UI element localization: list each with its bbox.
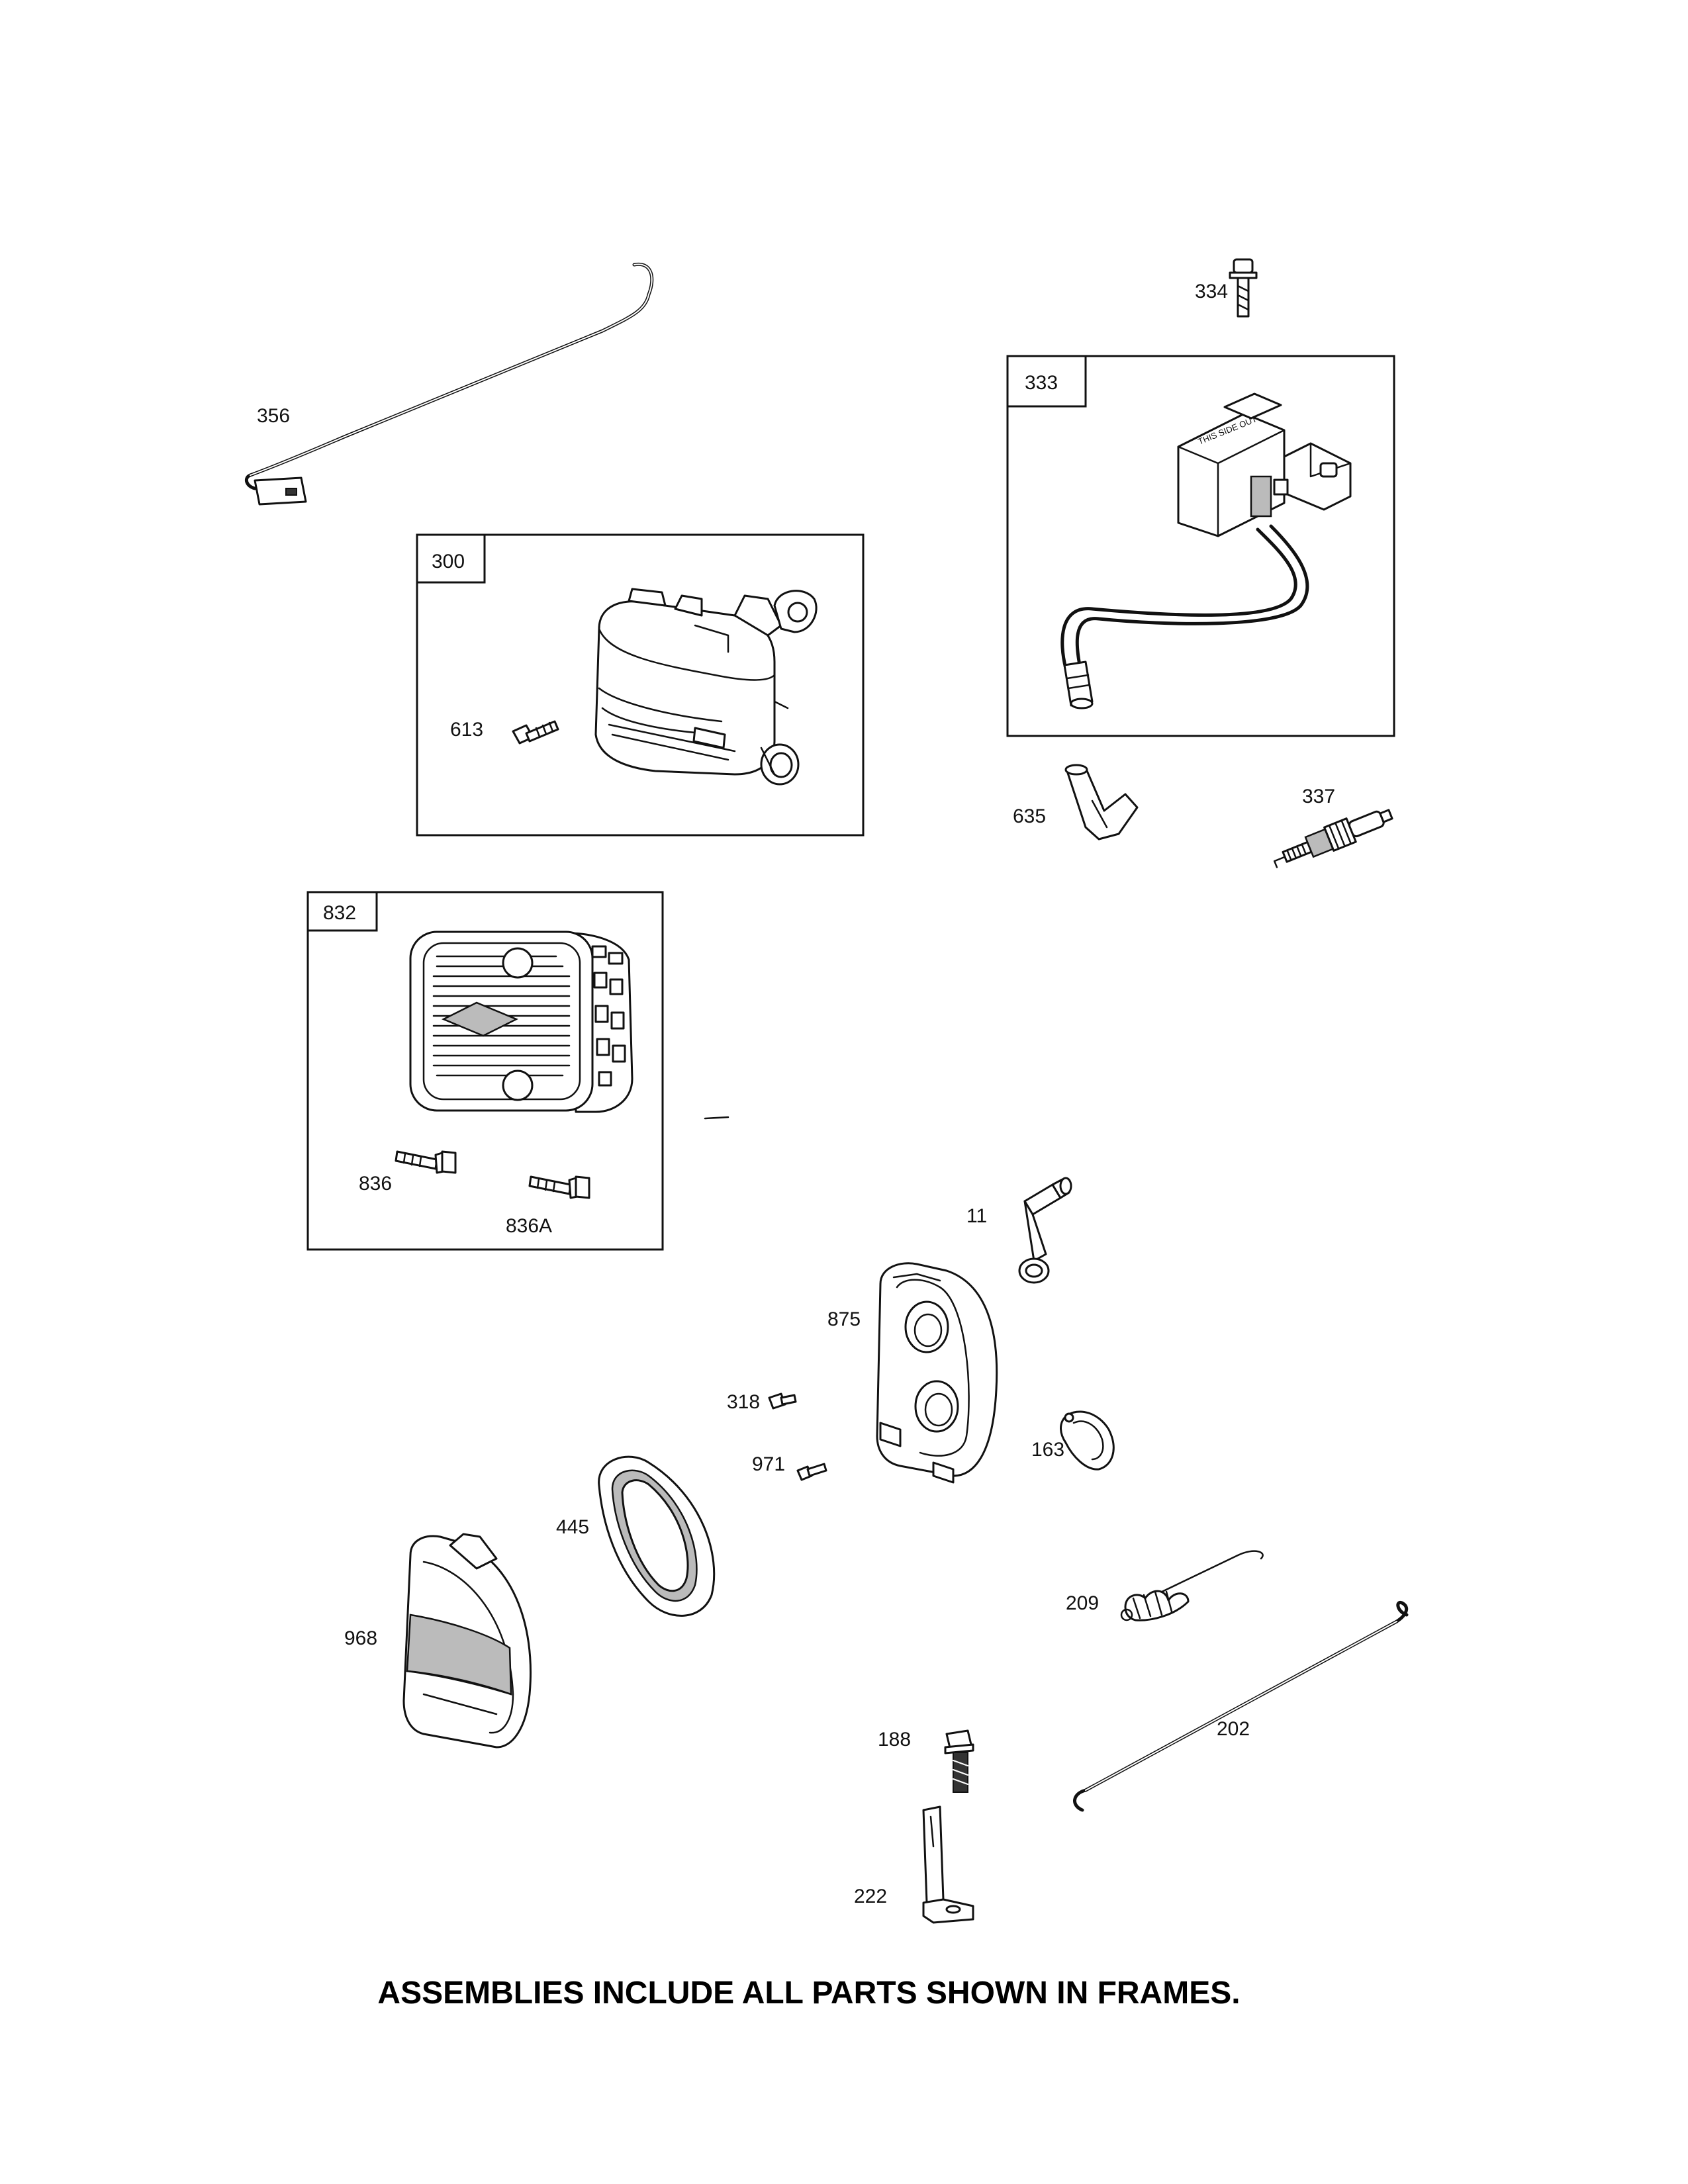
frame-300-tab [416,533,486,584]
callout-222: 222 [854,1886,887,1907]
callout-334: 334 [1195,281,1228,302]
callout-188: 188 [878,1729,911,1751]
part-209-governor-spring [1120,1550,1264,1621]
part-836A-screw [528,1175,590,1199]
part-832-muffler-guard [409,931,633,1113]
callout-202: 202 [1217,1718,1250,1740]
callout-971: 971 [752,1453,785,1475]
part-188-bolt [944,1729,974,1793]
callout-613: 613 [450,719,483,741]
frame-832-tab [306,891,378,932]
callout-318: 318 [727,1391,760,1413]
callout-337: 337 [1302,786,1335,807]
frame-333 [1006,355,1395,737]
frame-label-333: 333 [1025,372,1058,394]
callout-875: 875 [827,1308,861,1330]
callout-968: 968 [344,1627,377,1649]
frame-label-300: 300 [432,551,465,572]
stray-mark [704,1116,729,1120]
part-334-screw [1229,258,1258,318]
part-635-plug-boot [1064,764,1139,841]
part-222-bracket [922,1805,974,1924]
part-613-screw [512,720,559,745]
part-202-governor-link [1073,1600,1409,1812]
part-11-breather-tube [1018,1177,1072,1284]
callout-635: 635 [1013,805,1046,827]
footer-note: ASSEMBLIES INCLUDE ALL PARTS SHOWN IN FR… [377,1976,1240,2011]
part-333-ignition-coil: THIS SIDE OUT [1060,392,1352,709]
part-971-screw [796,1463,827,1481]
callout-836A: 836A [506,1215,552,1237]
part-968-air-filter-cover [402,1533,532,1749]
frame-label-832: 832 [323,902,356,924]
part-875-air-filter-base [876,1262,998,1484]
part-318-screw [768,1392,797,1410]
part-163-gasket [1060,1410,1115,1471]
callout-836: 836 [359,1173,392,1195]
frame-832 [306,891,664,1251]
part-356-wire [244,262,654,506]
callout-356: 356 [257,405,290,427]
part-337-spark-plug [1273,809,1393,868]
callout-445: 445 [556,1516,589,1538]
frame-333-tab [1006,355,1087,408]
part-836-screw [395,1150,457,1174]
callout-209: 209 [1066,1592,1099,1614]
part-300-muffler [594,588,818,786]
frame-300 [416,533,865,837]
callout-11: 11 [966,1205,987,1227]
callout-163: 163 [1031,1439,1064,1461]
part-445-air-filter [598,1455,716,1617]
